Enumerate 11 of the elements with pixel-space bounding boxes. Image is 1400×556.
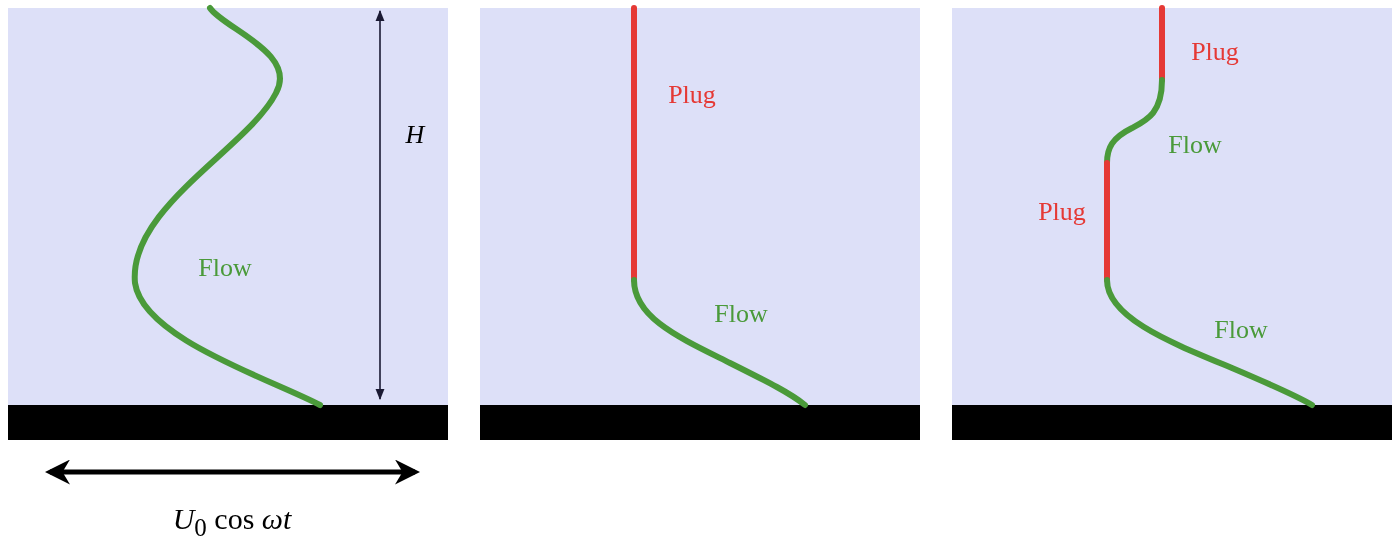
flow-label: Flow [1214,317,1268,343]
flow-panel [480,8,920,440]
flow-label: Flow [714,301,768,327]
plug-label: Plug [668,82,716,108]
dimension-label: H [405,122,425,148]
flow-panel [952,8,1392,440]
oscillation-label: U$_{0}$ cos ωt [172,504,292,540]
flow-label: Flow [198,255,252,281]
plug-label: Plug [1191,39,1239,65]
flow-label: Flow [1168,132,1222,158]
plug-label: Plug [1038,199,1086,225]
